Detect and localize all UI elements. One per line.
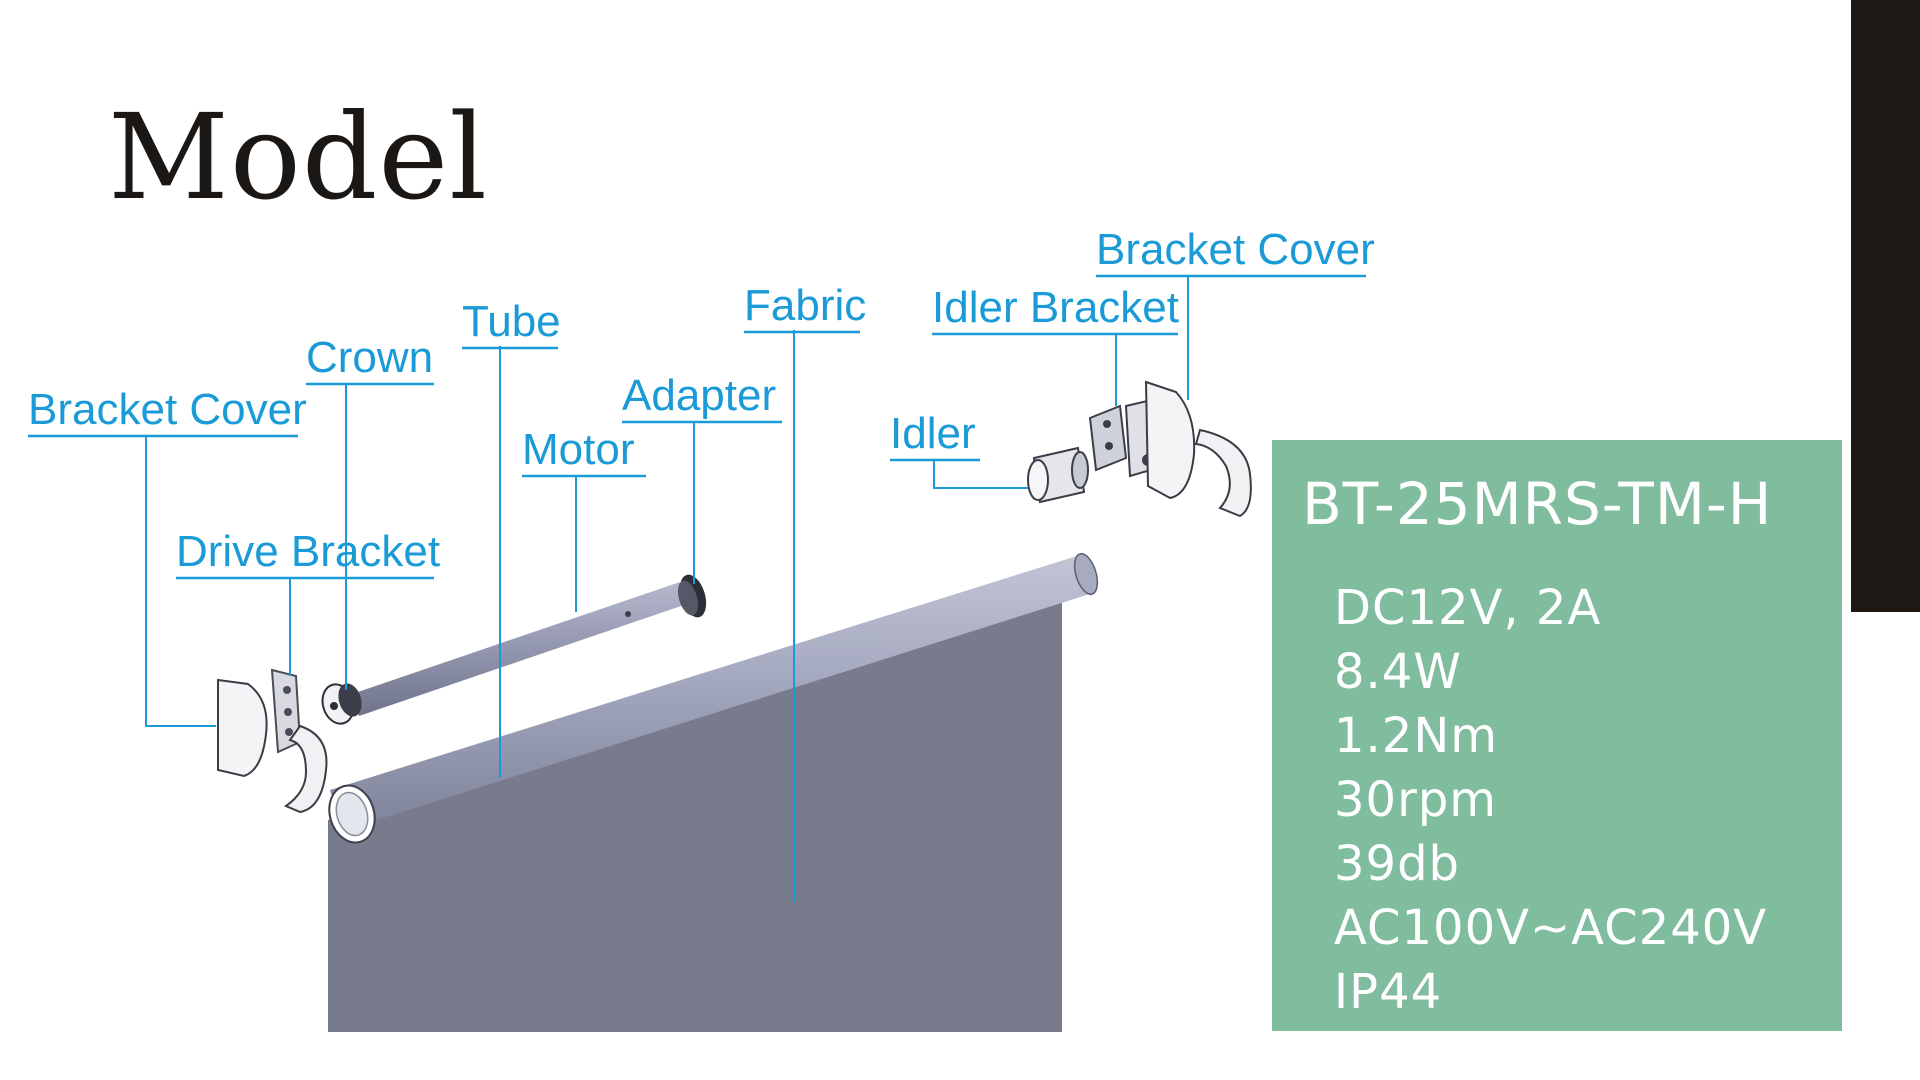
label-drive-bracket: Drive Bracket: [176, 527, 440, 576]
spec-item: AC100V~AC240V: [1334, 900, 1768, 956]
spec-item: 1.2Nm: [1334, 708, 1498, 764]
label-fabric: Fabric: [744, 281, 866, 330]
spec-item: 39db: [1334, 836, 1461, 892]
model-number: BT-25MRS-TM-H: [1302, 470, 1773, 538]
spec-list: DC12V, 2A 8.4W 1.2Nm 30rpm 39db AC100V~A…: [1334, 576, 1767, 1024]
spec-panel: BT-25MRS-TM-H DC12V, 2A 8.4W 1.2Nm 30rpm…: [1272, 440, 1842, 1031]
spec-item: 30rpm: [1334, 772, 1498, 828]
label-idler-bracket: Idler Bracket: [932, 283, 1179, 332]
fabric-panel: [328, 570, 1062, 1032]
tube-part: [328, 552, 1099, 844]
bracket-cover-left-part: [217, 678, 268, 778]
spec-item: DC12V, 2A: [1334, 580, 1602, 636]
label-motor: Motor: [522, 425, 634, 474]
crown-part: [321, 683, 362, 725]
label-adapter: Adapter: [622, 371, 776, 420]
label-tube: Tube: [462, 297, 561, 346]
leader-idler: [933, 460, 1028, 489]
leader-bracket-cover-left: [145, 436, 216, 727]
spec-item: 8.4W: [1334, 644, 1462, 700]
decorative-side-bar: [1851, 0, 1920, 612]
label-bracket-cover-left: Bracket Cover: [28, 385, 307, 434]
label-crown: Crown: [306, 333, 433, 382]
idler-part: [1027, 446, 1089, 504]
label-bracket-cover-right: Bracket Cover: [1096, 225, 1375, 274]
drive-bracket-part: [270, 668, 328, 814]
bracket-cover-right-part: [1144, 380, 1252, 518]
spec-item: IP44: [1334, 964, 1443, 1020]
label-idler: Idler: [890, 409, 976, 458]
page-title: Model: [108, 88, 488, 226]
motor-part: [352, 574, 707, 716]
